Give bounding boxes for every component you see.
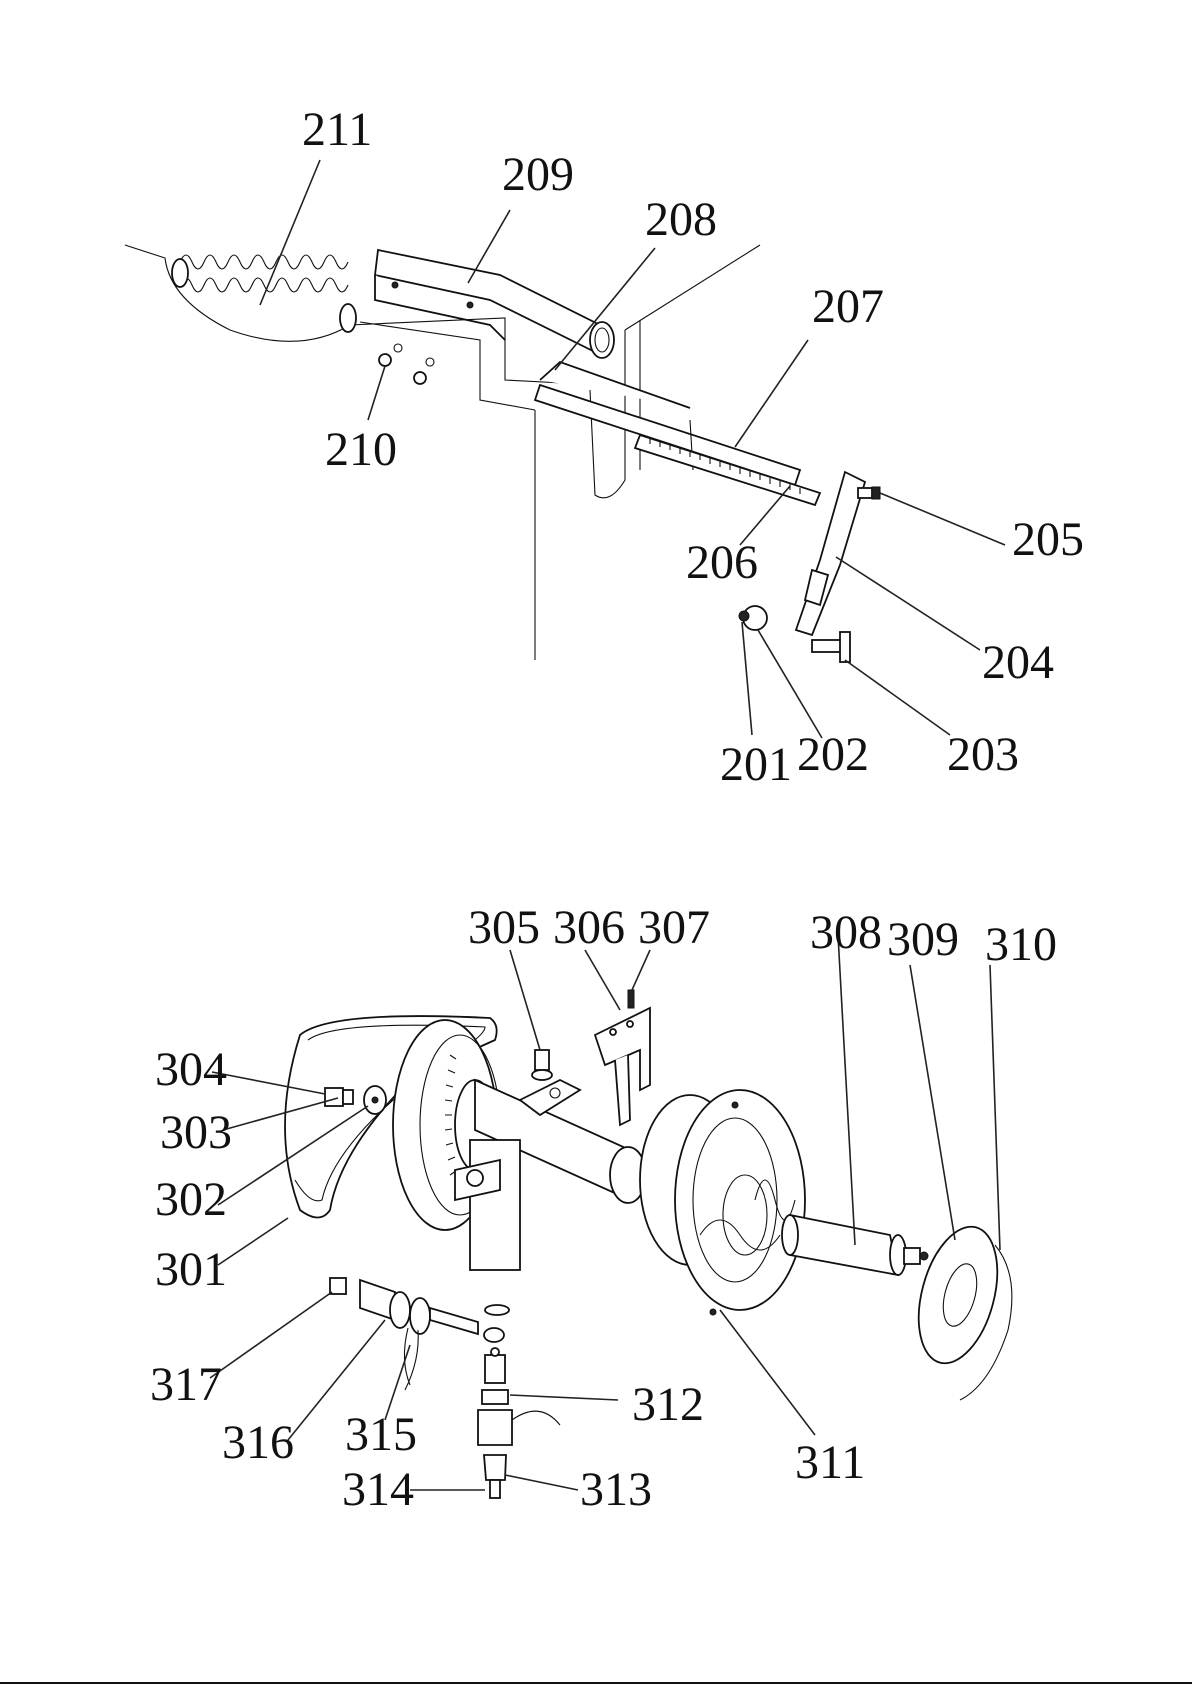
callout-201: 201 [720,738,792,791]
callout-306: 306 [553,901,625,954]
callout-312: 312 [632,1378,704,1431]
lower-assembly: 305 306 307 308 309 310 304 303 302 301 … [150,901,1057,1516]
callout-309: 309 [887,913,959,966]
callout-207: 207 [812,280,884,333]
callout-208: 208 [645,193,717,246]
callout-302: 302 [155,1173,227,1226]
pin-203 [812,632,850,662]
callout-305: 305 [468,901,540,954]
callout-203: 203 [947,728,1019,781]
housing-311 [640,1090,805,1315]
callout-315: 315 [345,1408,417,1461]
disc-309-ring-310 [905,1218,1012,1400]
valve-315-317 [330,1278,478,1390]
callout-310: 310 [985,918,1057,971]
valve-312-314 [478,1305,560,1498]
callout-210: 210 [325,423,397,476]
callout-317: 317 [150,1358,222,1411]
callout-304: 304 [155,1043,227,1096]
callout-308: 308 [810,906,882,959]
callout-303: 303 [160,1106,232,1159]
callout-206: 206 [686,536,758,589]
callout-211: 211 [302,103,372,156]
screws-210 [379,344,434,384]
callout-313: 313 [580,1463,652,1516]
washer-302 [364,1086,386,1114]
bolt-303-304 [325,1088,353,1106]
callout-205: 205 [1012,513,1084,566]
callout-301: 301 [155,1243,227,1296]
callout-311: 311 [795,1436,865,1489]
slide-bar-207-208 [535,362,800,485]
callout-209: 209 [502,148,574,201]
callout-204: 204 [982,636,1054,689]
plate-305 [520,1050,580,1115]
roller-201-202 [739,606,767,630]
bracket-306-307 [595,990,650,1125]
callout-316: 316 [222,1416,294,1469]
callout-307: 307 [638,901,710,954]
screw-205 [858,487,880,499]
callout-314: 314 [342,1463,414,1516]
callout-202: 202 [797,728,869,781]
upper-assembly: 211 209 208 207 210 206 205 204 201 202 … [125,103,1084,791]
